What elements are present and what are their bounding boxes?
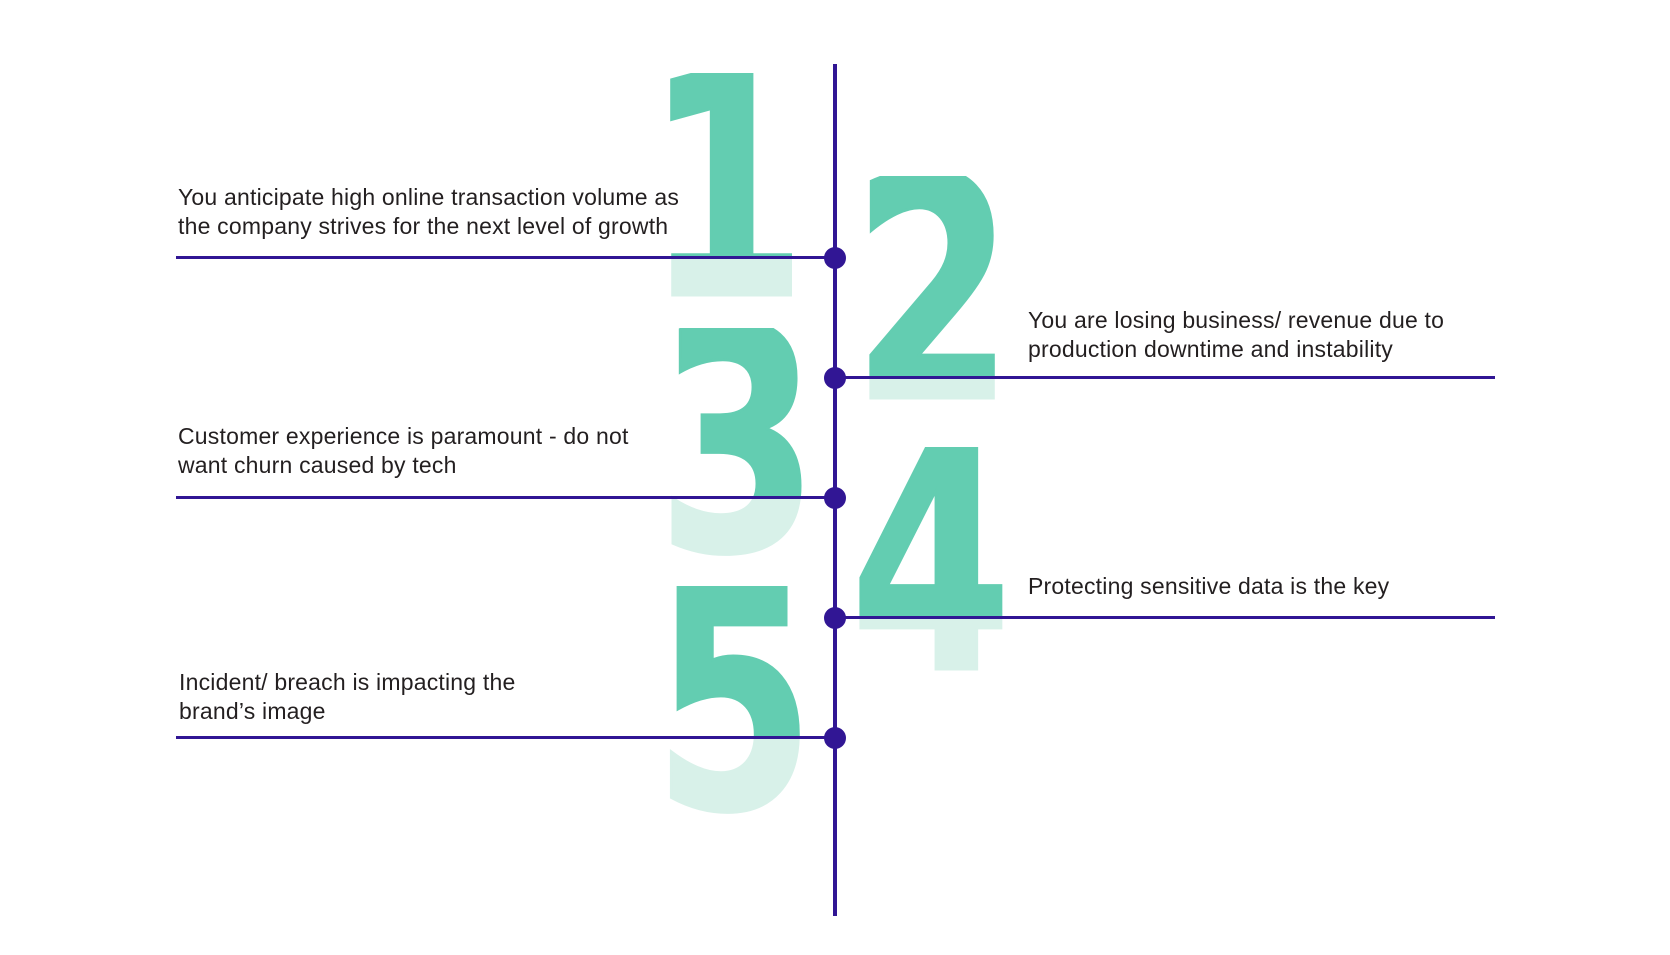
item-label-1: You anticipate high online transaction v… bbox=[178, 184, 680, 239]
item-number-1-pale: 1 bbox=[645, 8, 807, 369]
item-number-4: 4 4 bbox=[850, 447, 1012, 679]
connector-line-5 bbox=[176, 736, 836, 739]
item-number-4-pale: 4 bbox=[850, 382, 1012, 743]
timeline-dot-2 bbox=[824, 367, 846, 389]
item-number-5-pale: 5 bbox=[653, 521, 815, 882]
item-number-5: 5 5 bbox=[653, 586, 815, 818]
item-number-4-solid: 4 bbox=[850, 382, 1012, 743]
item-label-5: Incident/ breach is impacting the brand’… bbox=[179, 669, 516, 724]
item-label-2: You are losing business/ revenue due to … bbox=[1028, 307, 1445, 362]
connector-line-2 bbox=[835, 376, 1495, 379]
timeline-dot-3 bbox=[824, 487, 846, 509]
timeline-dot-4 bbox=[824, 607, 846, 629]
item-number-1-solid: 1 bbox=[645, 8, 807, 369]
connector-line-3 bbox=[176, 496, 836, 499]
item-label-3: Customer experience is paramount - do no… bbox=[178, 423, 629, 478]
item-number-3: 3 3 bbox=[657, 328, 819, 560]
item-number-5-solid: 5 bbox=[653, 521, 815, 882]
connector-line-1 bbox=[176, 256, 836, 259]
item-number-2: 2 2 bbox=[852, 176, 1014, 408]
item-label-4: Protecting sensitive data is the key bbox=[1028, 573, 1390, 599]
timeline-dot-1 bbox=[824, 247, 846, 269]
item-number-1: 1 1 bbox=[645, 73, 807, 305]
item-number-3-pale: 3 bbox=[657, 263, 819, 624]
item-number-2-pale: 2 bbox=[852, 111, 1014, 472]
timeline-dot-5 bbox=[824, 727, 846, 749]
connector-line-4 bbox=[835, 616, 1495, 619]
item-number-3-solid: 3 bbox=[657, 263, 819, 624]
item-number-2-solid: 2 bbox=[852, 111, 1014, 472]
